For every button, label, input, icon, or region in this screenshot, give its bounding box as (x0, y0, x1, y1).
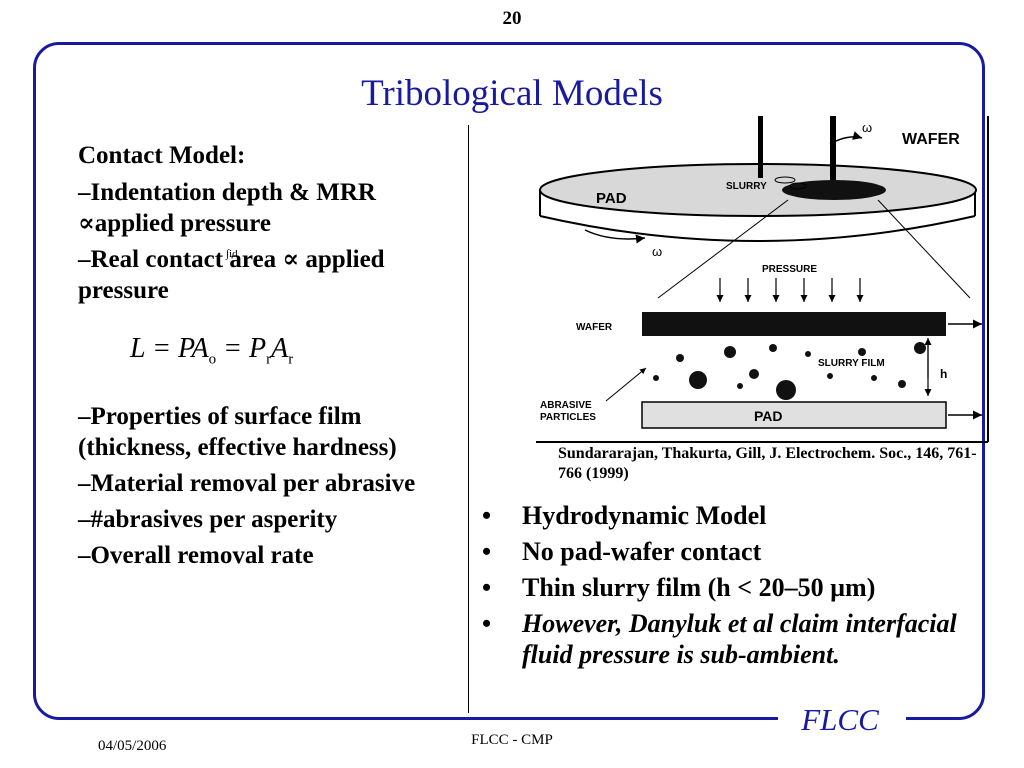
slurry-label: SLURRY (726, 181, 767, 192)
slurry-feed (758, 116, 763, 178)
wafer-spindle (830, 116, 836, 186)
list-item: –Indentation depth & MRR ∝applied pressu… (78, 179, 376, 237)
footer-title: FLCC - CMP (471, 732, 553, 748)
column-divider (468, 125, 469, 713)
list-item: –Material removal per abrasive (78, 470, 416, 497)
list-item: •Thin slurry film (h < 20–50 µm) (482, 573, 876, 602)
pressure-label: PRESSURE (762, 264, 817, 275)
slurry-film-label: SLURRY FILM (818, 358, 885, 369)
list-item: –#abrasives per asperity (78, 506, 338, 533)
slide-number: 20 (502, 8, 522, 29)
contact-model-heading: Contact Model: (78, 142, 246, 169)
abrasive-label-2: PARTICLES (540, 412, 596, 423)
omega-bottom-label: ω (652, 244, 662, 259)
wafer-detail-block (642, 312, 946, 336)
contact-model-column: Contact Model: –Indentation depth & MRR … (78, 140, 463, 576)
figure-citation: Sundararajan, Thakurta, Gill, J. Electro… (558, 445, 977, 482)
pad-detail-block (641, 401, 947, 429)
bullet-icon: • (482, 573, 492, 602)
inline-glyph: ∫id (226, 248, 238, 260)
flcc-logo: FLCC (801, 702, 879, 737)
abrasive-label-1: ABRASIVE (540, 400, 592, 411)
formula: L = PAo = PrAr (130, 333, 294, 368)
wafer-label: WAFER (902, 131, 960, 148)
list-item: •No pad-wafer contact (482, 537, 762, 566)
list-item: –Real contact area ∝ applied pressure (78, 246, 385, 304)
wafer-disc (782, 180, 886, 200)
pad-detail-label: PAD (754, 408, 783, 424)
cmp-diagram-svg: ω WAFER SLURRY PAD ω PRESSURE WAFER (536, 116, 989, 443)
pad-label: PAD (596, 190, 627, 207)
list-item: –Overall removal rate (78, 542, 314, 569)
bullet-icon: • (482, 609, 492, 638)
list-item: •Hydrodynamic Model (482, 501, 767, 530)
slide-frame (33, 42, 985, 720)
cmp-diagram: ω WAFER SLURRY PAD ω PRESSURE WAFER (530, 116, 990, 446)
omega-top-label: ω (862, 120, 872, 135)
abrasive-particles (653, 342, 926, 400)
wafer-detail-label: WAFER (576, 322, 613, 333)
list-item: –Properties of surface film (thickness, … (78, 403, 397, 461)
h-label: h (940, 367, 947, 381)
bullet-icon: • (482, 501, 492, 530)
list-item: •However, Danyluk et al claim interfacia… (482, 609, 957, 669)
footer-date: 04/05/2006 (98, 738, 167, 754)
slide-title: Tribological Models (361, 73, 663, 114)
hydrodynamic-list: •Hydrodynamic Model •No pad-wafer contac… (480, 500, 970, 675)
bullet-icon: • (482, 537, 492, 566)
